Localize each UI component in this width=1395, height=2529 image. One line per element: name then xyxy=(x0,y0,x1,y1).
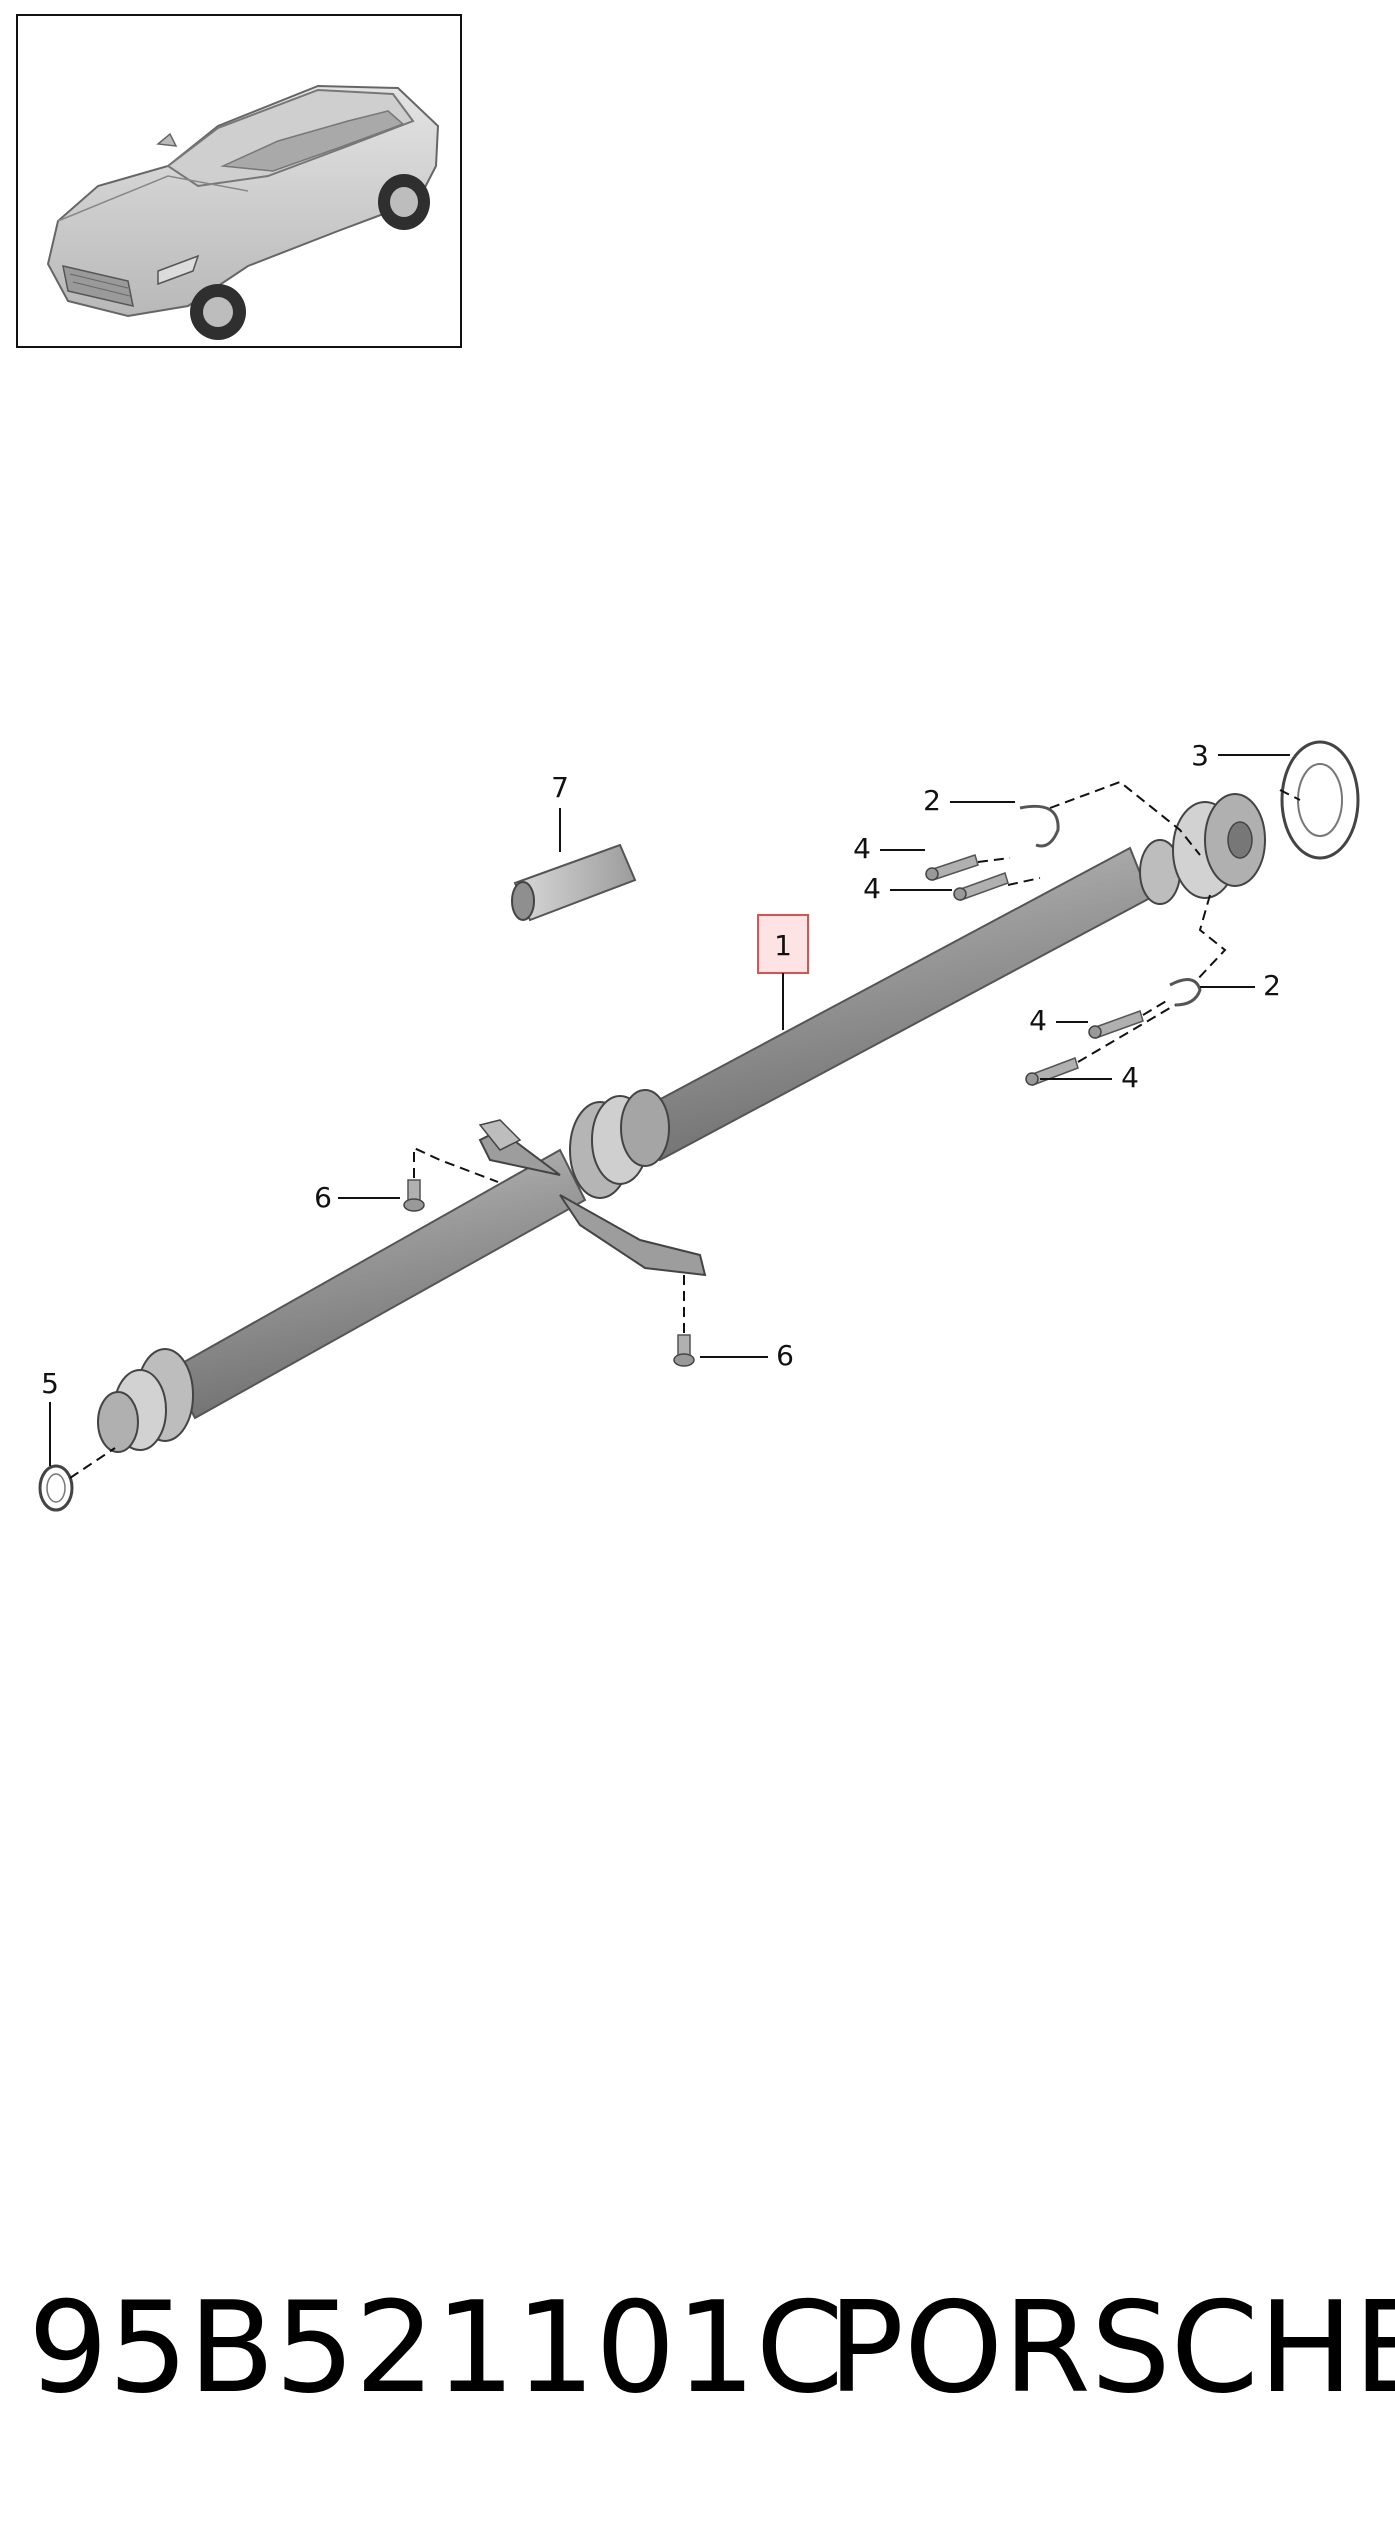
bolt-4a[interactable] xyxy=(925,854,979,881)
assembly-line-bolt-4d xyxy=(1077,1004,1176,1063)
bolt-6a[interactable] xyxy=(403,1179,425,1212)
callout-1-highlight-box xyxy=(757,914,809,974)
assembly-line-bolt-4c xyxy=(1142,999,1169,1016)
bolt-6b[interactable] xyxy=(673,1334,695,1367)
callout-4d: 4 xyxy=(1121,1061,1139,1094)
callout-2b: 2 xyxy=(1263,969,1281,1002)
callout-2a: 2 xyxy=(923,784,941,817)
clamp-lower[interactable] xyxy=(1169,978,1202,1007)
assembly-line-snap-ring xyxy=(69,1447,116,1479)
assembly-line-bolt-6a xyxy=(413,1146,499,1183)
assembly-line-front-lower xyxy=(1194,894,1227,983)
brand-name: PORSCHE xyxy=(828,2274,1395,2421)
callout-6b: 6 xyxy=(776,1339,794,1372)
callout-3: 3 xyxy=(1191,739,1209,772)
flange-gasket[interactable] xyxy=(1280,740,1360,860)
callout-1: 1 xyxy=(774,929,792,962)
callout-4a: 4 xyxy=(853,832,871,865)
callout-4b: 4 xyxy=(863,872,881,905)
assembly-line-bolt-4a xyxy=(977,857,1011,863)
callout-6a: 6 xyxy=(314,1181,332,1214)
assembly-line-front-upper xyxy=(1049,780,1201,856)
propeller-shaft[interactable] xyxy=(97,793,1266,1453)
vehicle-thumbnail-frame xyxy=(16,14,462,348)
part-number: 95B521101C xyxy=(28,2274,844,2421)
drive-shaft-exploded-diagram: 1 7 3 2 2 4 4 4 4 xyxy=(38,739,1360,1512)
assembly-line-gasket xyxy=(1279,789,1301,801)
callout-7: 7 xyxy=(551,771,569,804)
bolt-4b[interactable] xyxy=(953,872,1009,901)
callout-4c: 4 xyxy=(1029,1004,1047,1037)
grease-tube[interactable] xyxy=(511,843,637,922)
footer-caption: 95B521101CPORSCHE xyxy=(28,2268,1395,2428)
vehicle-illustration xyxy=(46,84,440,340)
snap-ring[interactable] xyxy=(38,1464,74,1512)
clamp-upper[interactable] xyxy=(1019,804,1060,848)
assembly-line-bolt-4b xyxy=(1007,877,1041,886)
bolt-4d[interactable] xyxy=(1025,1057,1079,1086)
callout-5: 5 xyxy=(41,1367,59,1400)
bolt-4c[interactable] xyxy=(1088,1010,1144,1039)
